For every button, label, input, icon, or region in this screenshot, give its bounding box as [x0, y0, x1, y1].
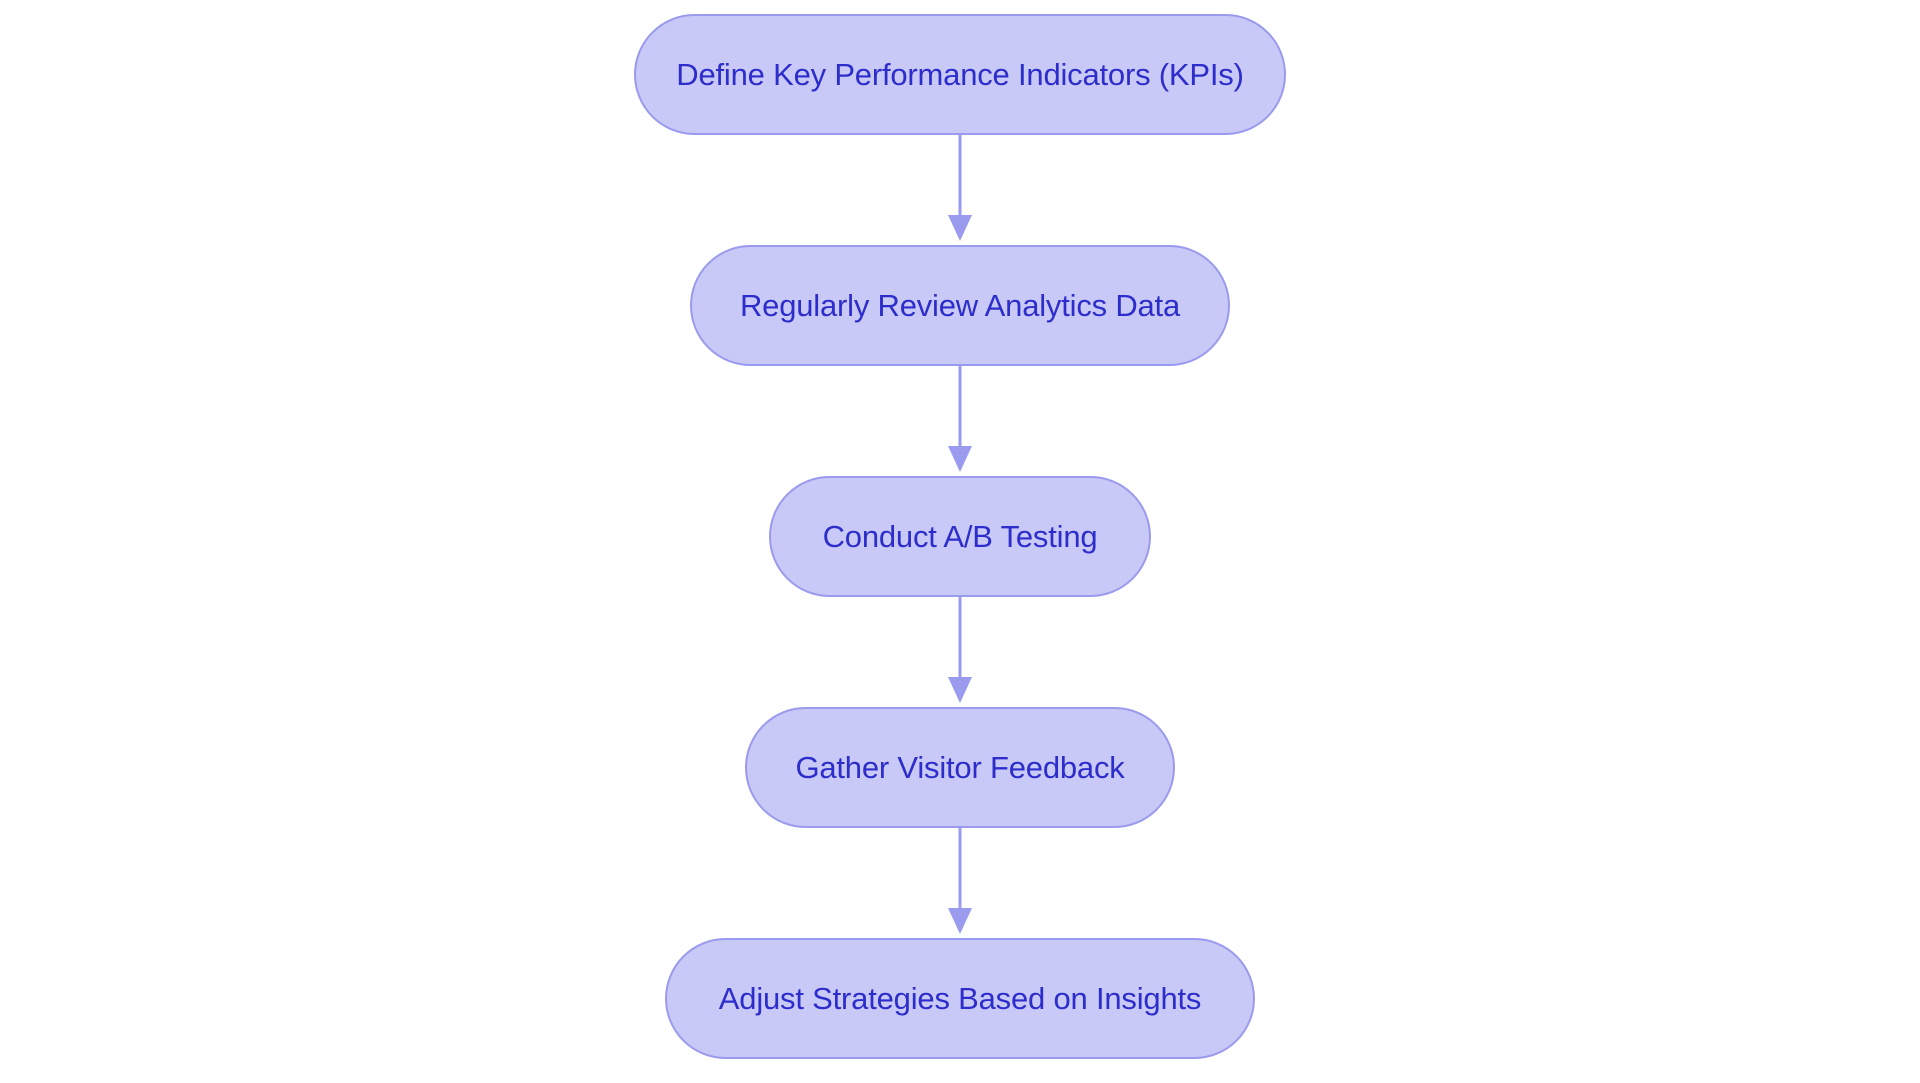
flow-node-define-kpis[interactable]: Define Key Performance Indicators (KPIs) — [634, 14, 1286, 135]
flow-node-visitor-feedback[interactable]: Gather Visitor Feedback — [745, 707, 1175, 828]
arrow-down-icon — [948, 828, 972, 934]
flow-arrow-n3-to-n4 — [940, 597, 980, 707]
flow-node-label: Gather Visitor Feedback — [795, 750, 1125, 785]
flow-arrow-n1-to-n2 — [940, 135, 980, 245]
flow-node-label: Adjust Strategies Based on Insights — [718, 981, 1202, 1016]
flow-node-label: Regularly Review Analytics Data — [739, 288, 1181, 323]
flow-node-ab-testing[interactable]: Conduct A/B Testing — [769, 476, 1151, 597]
arrow-down-icon — [948, 135, 972, 241]
flow-arrow-n4-to-n5 — [940, 828, 980, 938]
flow-node-label: Conduct A/B Testing — [822, 519, 1098, 554]
arrow-down-icon — [948, 597, 972, 703]
flow-node-review-analytics[interactable]: Regularly Review Analytics Data — [690, 245, 1230, 366]
flow-node-adjust-strategies[interactable]: Adjust Strategies Based on Insights — [665, 938, 1255, 1059]
flow-node-label: Define Key Performance Indicators (KPIs) — [676, 57, 1244, 92]
flow-arrow-n2-to-n3 — [940, 366, 980, 476]
arrow-down-icon — [948, 366, 972, 472]
